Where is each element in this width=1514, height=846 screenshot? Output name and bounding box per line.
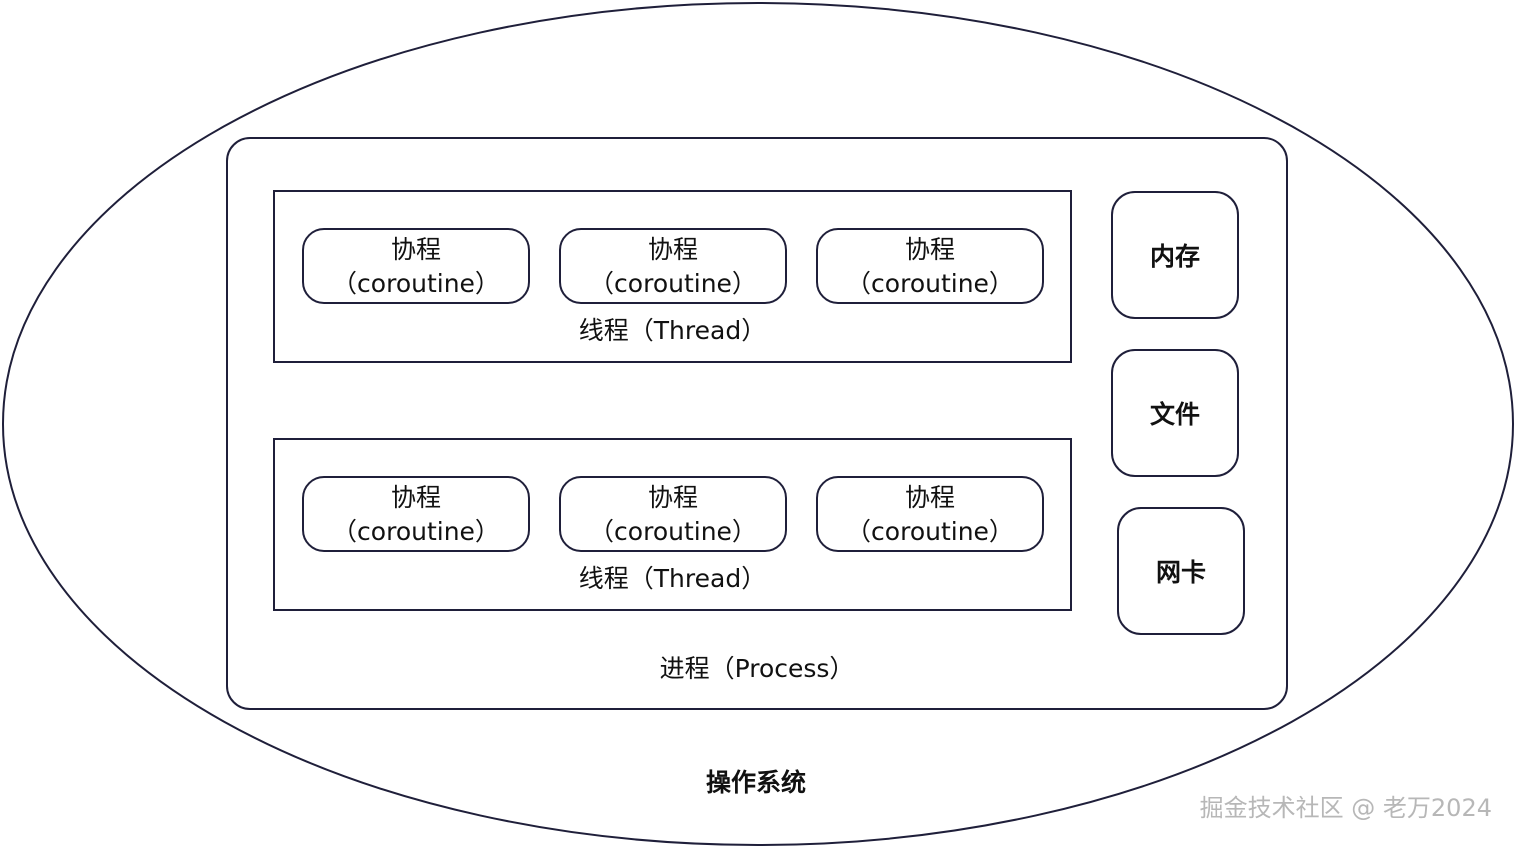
coroutine-name: 协程: [904, 235, 955, 264]
resource-file: 文件: [1111, 349, 1239, 477]
thread-box-1: 协程 （coroutine） 协程 （coroutine） 协程 （corout…: [273, 190, 1072, 363]
coroutine-box: 协程 （coroutine）: [816, 476, 1044, 552]
coroutine-box: 协程 （coroutine）: [302, 228, 530, 304]
coroutine-subtitle: （coroutine）: [846, 517, 1014, 546]
watermark: 掘金技术社区 @ 老万2024: [1199, 794, 1492, 822]
coroutine-subtitle: （coroutine）: [332, 517, 500, 546]
thread-label: 线程（Thread）: [578, 564, 767, 593]
coroutine-box: 协程 （coroutine）: [559, 476, 787, 552]
coroutine-name: 协程: [647, 483, 698, 512]
resource-memory: 内存: [1111, 191, 1239, 319]
coroutine-name: 协程: [390, 235, 441, 264]
process-container: [226, 137, 1288, 710]
thread-label: 线程（Thread）: [578, 316, 767, 345]
coroutine-subtitle: （coroutine）: [332, 269, 500, 298]
coroutine-box: 协程 （coroutine）: [816, 228, 1044, 304]
coroutine-name: 协程: [647, 235, 698, 264]
coroutine-subtitle: （coroutine）: [846, 269, 1014, 298]
coroutine-name: 协程: [904, 483, 955, 512]
coroutine-subtitle: （coroutine）: [589, 269, 757, 298]
thread-box-2: 协程 （coroutine） 协程 （coroutine） 协程 （corout…: [273, 438, 1072, 611]
coroutine-name: 协程: [390, 483, 441, 512]
operating-system-label: 操作系统: [705, 768, 806, 797]
coroutine-box: 协程 （coroutine）: [302, 476, 530, 552]
coroutine-box: 协程 （coroutine）: [559, 228, 787, 304]
coroutine-subtitle: （coroutine）: [589, 517, 757, 546]
resource-network-card: 网卡: [1117, 507, 1245, 635]
process-label: 进程（Process）: [659, 654, 855, 683]
